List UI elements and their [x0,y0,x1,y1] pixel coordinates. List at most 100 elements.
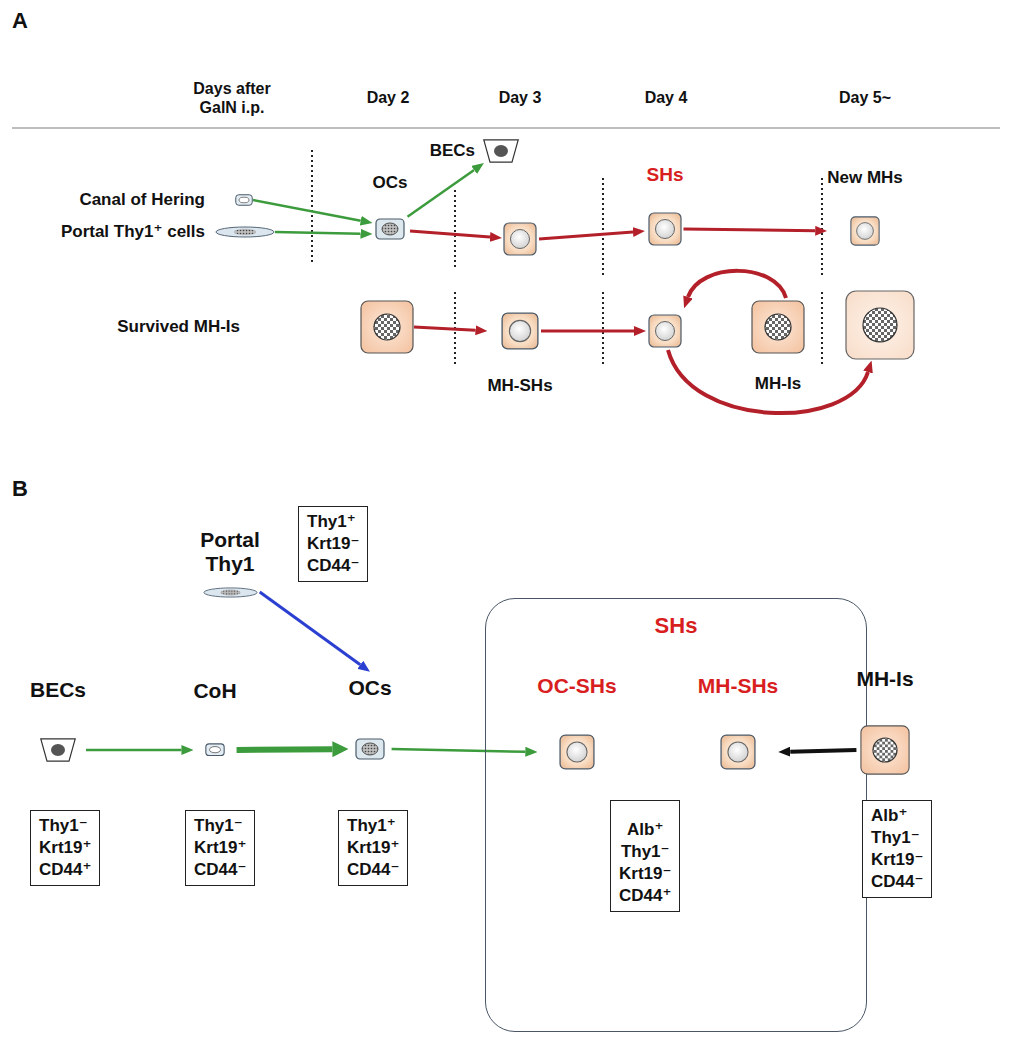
cell-nucleus [873,738,897,762]
cell-node: Canal of Hering [79,190,253,210]
flow-arrow [414,327,475,330]
day-divider [602,292,604,366]
cell-label: Portal Thy1 [200,528,260,576]
marker-box: Thy1⁻ Krt19⁺ CD44⁻ [185,810,255,886]
axis-label: Day 2 [367,88,410,107]
cell-nucleus [209,747,220,753]
cell-label: BECs [30,677,86,702]
cell-icon [360,300,414,354]
marker-text: Thy1⁻ Krt19⁺ CD44⁺ [39,815,91,881]
cell-label: OCs [348,675,391,700]
cell-body [846,291,914,359]
cell-nucleus [494,145,508,157]
flow-arrow [683,229,815,231]
cell-label: CoH [193,678,236,703]
cell-icon [205,743,225,756]
cell-node: Portal Thy1 [200,528,260,597]
cell-label: MH-Is [755,374,801,394]
cell-body [752,301,804,353]
cell-body [649,213,681,245]
cell-icon [215,226,275,238]
cell-node: MH-SHs [487,312,552,396]
cell-icon [501,312,539,350]
header-rule [12,127,1000,129]
cell-node: New MHs [827,168,903,246]
cell-label: MH-SHs [698,673,779,698]
axis-label: Days after GalN i.p. [177,79,287,117]
cell-icon [483,139,519,163]
flow-arrow [86,749,181,752]
cell-node: CoH [193,678,236,757]
cell-icon [850,216,880,246]
cell-body [41,739,75,761]
cell-nucleus [765,314,791,340]
cell-body [649,315,681,347]
cell-body [851,217,879,245]
cell-label: New MHs [827,168,903,188]
flow-arrow [253,200,361,221]
cell-nucleus [239,197,249,203]
cell-body [356,739,384,759]
cell-icon [203,587,258,598]
flow-arrow [260,592,361,665]
flow-arrow [275,232,361,234]
cell-nucleus [567,742,587,762]
cell-body [376,219,404,239]
marker-box: Alb⁺ Thy1⁻ Krt19⁻ CD44⁻ [862,800,932,898]
cell-label: BECs [430,141,475,161]
panel-letter: B [12,476,28,502]
marker-box: Thy1⁺ Krt19⁻ CD44⁻ [298,506,368,582]
cell-node: MH-SHs [698,659,779,770]
cell-label: Canal of Hering [79,190,205,210]
cell-nucleus [362,743,378,755]
cell-nucleus [656,220,675,239]
axis-label: Day 5~ [839,88,891,107]
group-title: SHs [486,613,866,639]
cell-nucleus [728,742,748,762]
day-divider [821,178,823,276]
flow-arrow [410,231,490,237]
marker-box: Thy1⁻ Krt19⁺ CD44⁺ [30,810,100,886]
day-divider [821,292,823,366]
cell-body [206,744,224,756]
cell-label: Survived MH-Is [117,317,240,337]
flow-arrow [407,170,474,217]
cell-label: MH-SHs [487,376,552,396]
cell-body [861,726,909,774]
marker-text: Thy1⁺ Krt19⁺ CD44⁻ [347,815,399,881]
cell-icon [720,734,756,770]
marker-box: Alb⁺ Thy1⁻ Krt19⁻ CD44⁺ [610,800,680,912]
cell-node: Survived MH-Is [117,300,414,354]
cell-icon [751,300,805,354]
cell-nucleus [509,320,530,341]
cell-body [484,140,518,162]
sh-group: SHsOC-SHsMH-SHsAlb⁺ Thy1⁻ Krt19⁻ CD44⁺ [485,598,867,1032]
cell-icon [504,223,536,255]
cell-node: MH-Is [751,300,805,394]
cell-nucleus [863,308,897,342]
day-divider [454,190,456,268]
marker-box: Thy1⁺ Krt19⁺ CD44⁻ [338,810,408,886]
axis-label: Day 3 [499,88,542,107]
cell-icon [860,725,910,775]
cell-nucleus [656,322,675,341]
cell-icon [40,738,76,762]
cell-icon [355,738,385,760]
cell-node: MH-Is [856,666,913,775]
marker-text: Alb⁺ Thy1⁻ Krt19⁻ CD44⁻ [871,805,923,893]
cell-body [203,587,256,596]
axis-label: Day 4 [645,88,688,107]
cell-node: BECs [430,139,519,163]
cell-icon [235,194,253,206]
day-divider [311,150,313,262]
cell-node: OCs [348,675,391,760]
cell-body [502,313,538,349]
marker-text: Thy1⁻ Krt19⁺ CD44⁻ [194,815,246,881]
cell-icon [648,212,682,246]
marker-text: Thy1⁺ Krt19⁻ CD44⁻ [307,511,359,577]
cell-node: SHs [647,164,684,246]
cell-label: Portal Thy1⁺ cells [61,222,205,242]
cell-body [361,301,413,353]
cell-nucleus [51,744,65,756]
panel-letter: A [12,8,28,34]
